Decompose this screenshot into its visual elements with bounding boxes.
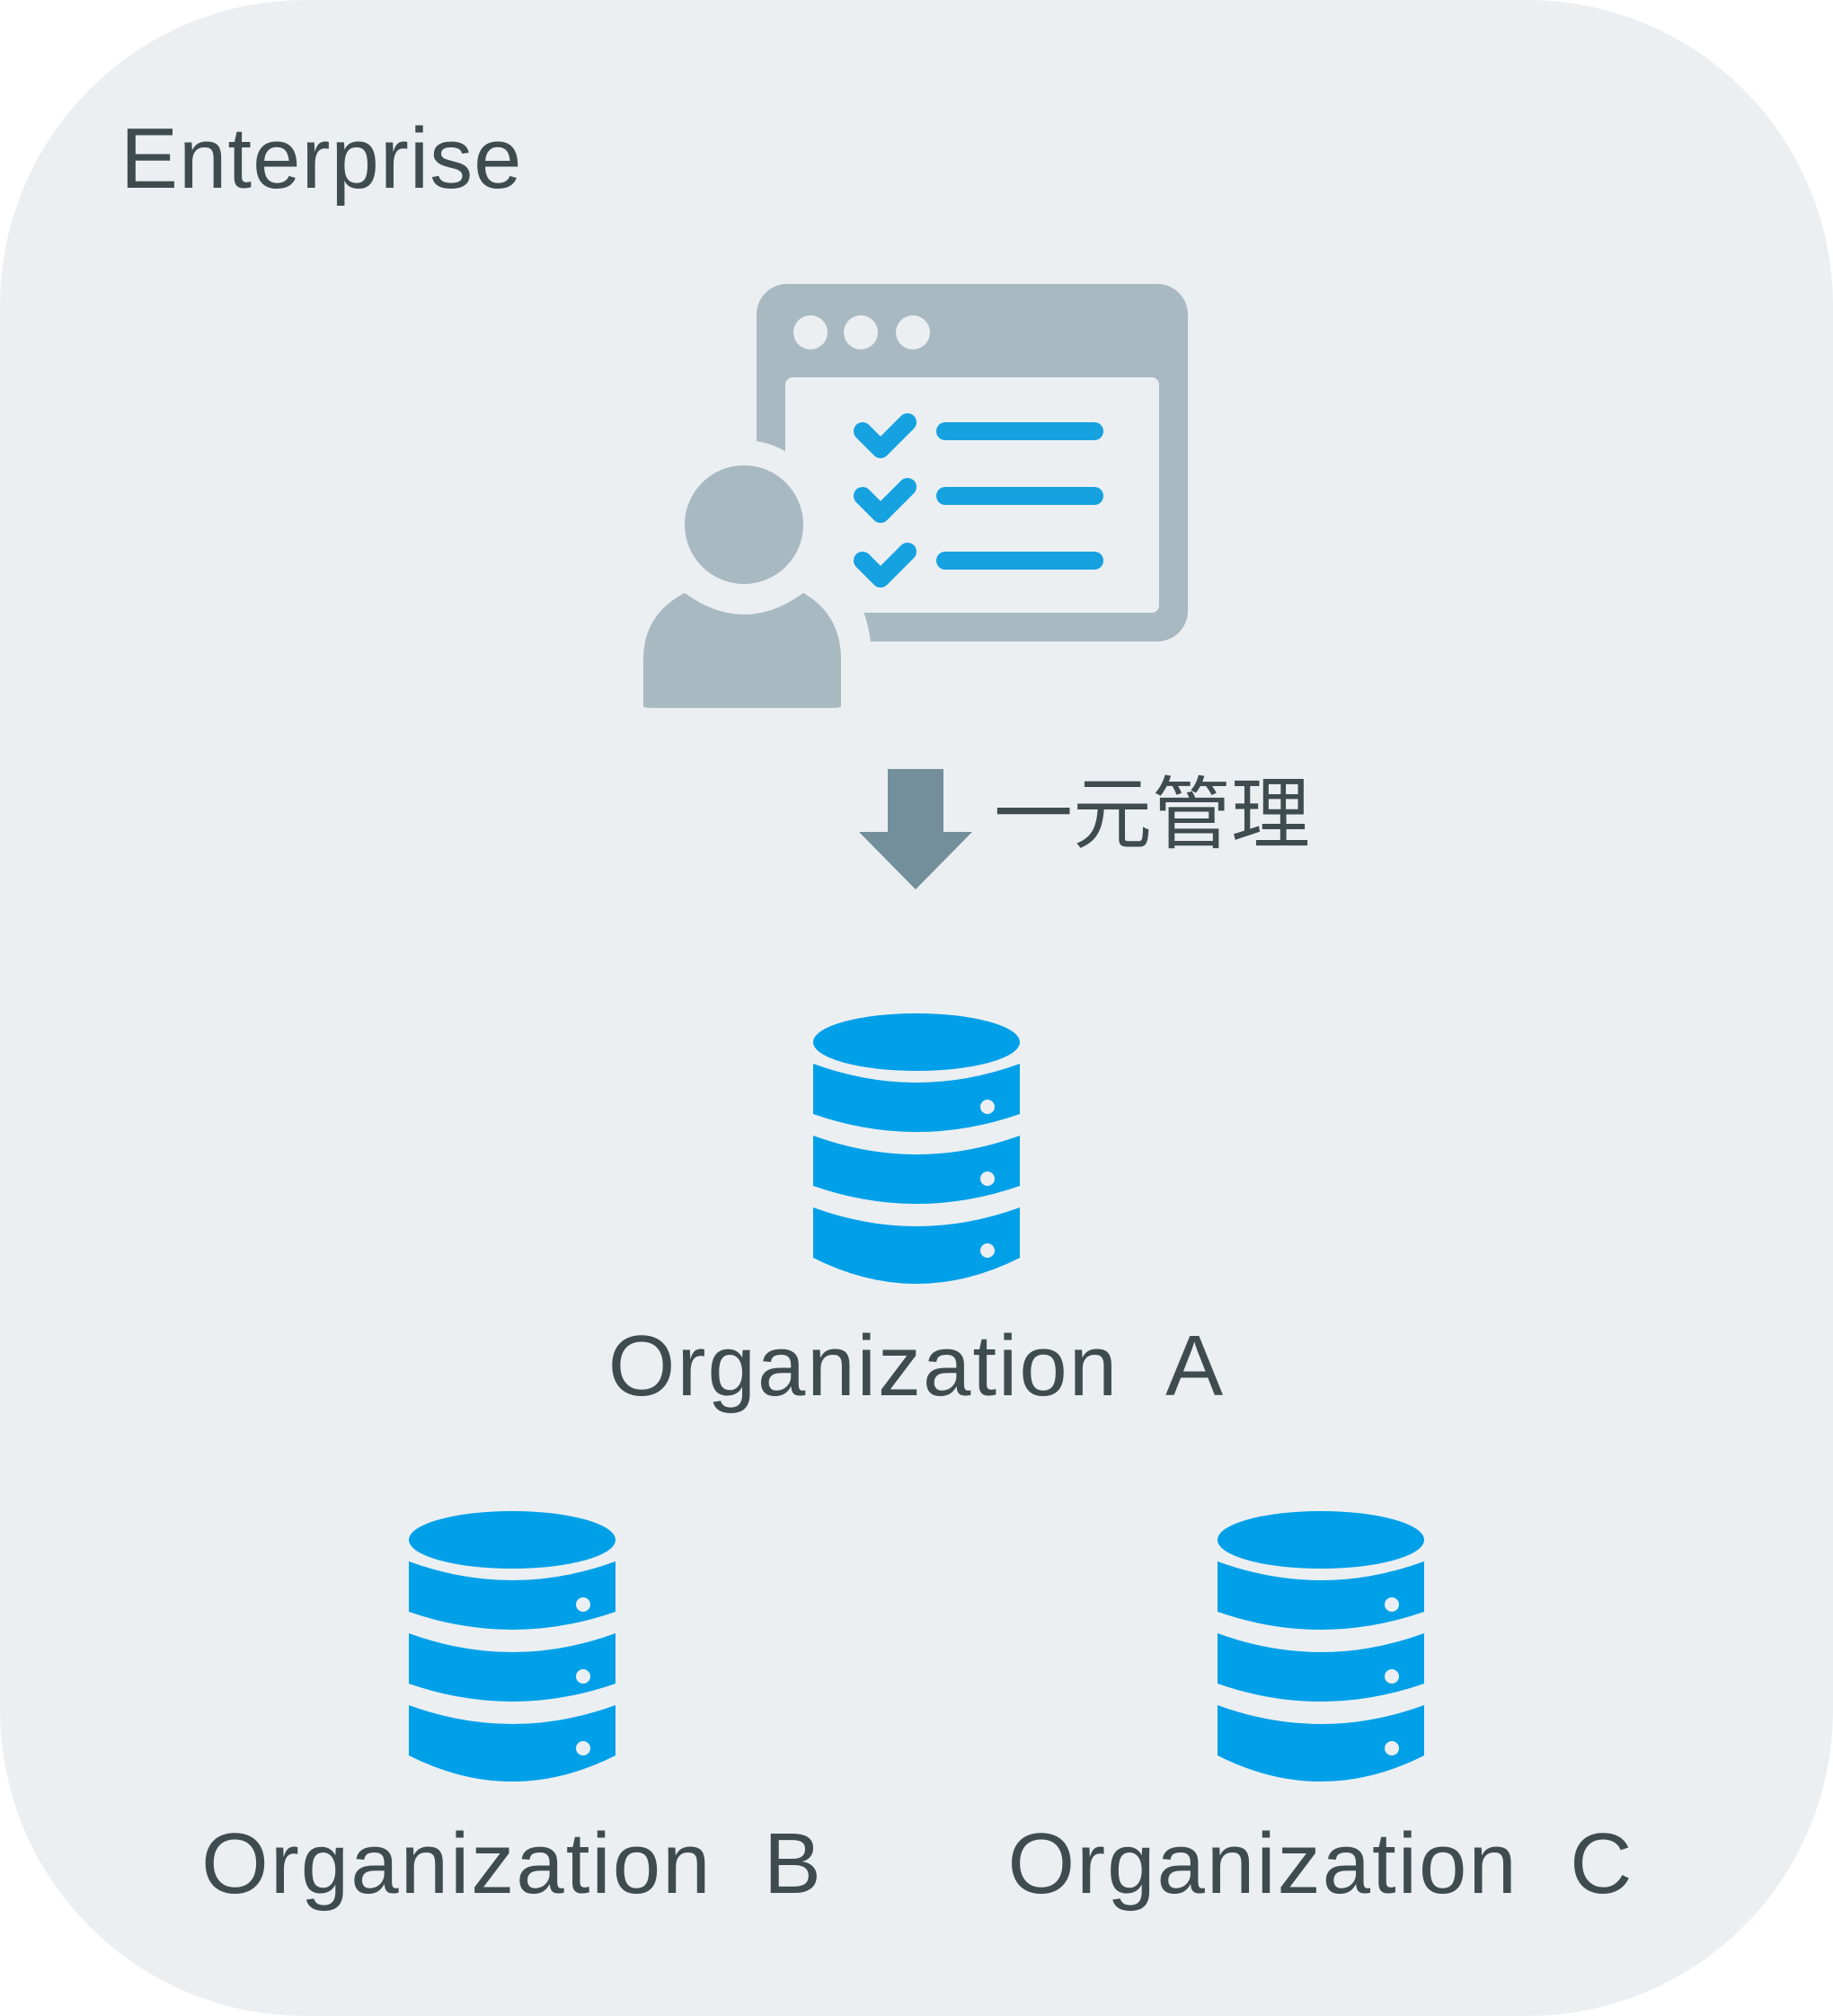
enterprise-title: Enterprise	[120, 111, 523, 207]
organization-b-label: Organization B	[201, 1816, 823, 1912]
centralized-management-label: 一元管理	[994, 770, 1311, 859]
database-icon	[409, 1511, 615, 1782]
organization-a-label: Organization A	[607, 1318, 1226, 1414]
down-arrow-icon	[859, 769, 972, 889]
database-icon	[813, 1013, 1020, 1284]
organization-c-label: Organization C	[1007, 1816, 1634, 1912]
database-icon	[1218, 1511, 1424, 1782]
admin-checklist-icon	[643, 284, 1188, 710]
